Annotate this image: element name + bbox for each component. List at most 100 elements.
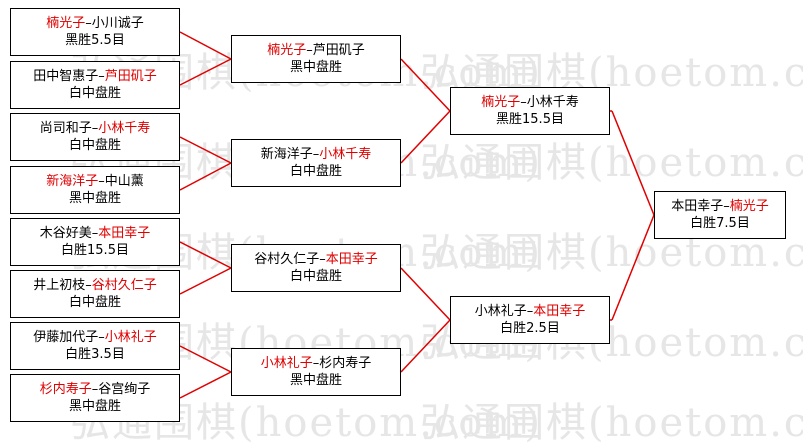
versus-dash: – [85,16,92,31]
matchup-line: 井上初枝–谷村久仁子 [33,277,157,294]
bracket-connector [179,371,232,399]
matchup-line: 楠光子–小林千寿 [481,94,579,111]
player-name: 杉内寿子 [319,356,372,371]
player-name: 楠光子 [481,95,521,110]
player-name: 楠光子 [729,199,769,214]
bracket-connector [179,162,232,191]
bracket-connector [611,110,655,216]
match-box: 新海洋子–小林千寿白中盘胜 [231,139,401,187]
matchup-line: 田中智惠子–芦田矶子 [33,68,157,85]
match-box: 谷村久仁子–本田幸子白中盘胜 [231,244,401,292]
matchup-line: 杉内寿子–谷宫绚子 [40,381,151,398]
match-box: 新海洋子–中山薰黑中盘胜 [10,166,180,214]
bracket-connector [400,58,451,112]
versus-dash: – [98,174,105,189]
matchup-line: 小林礼子–本田幸子 [475,303,586,320]
matchup-line: 小林礼子–杉内寿子 [261,355,372,372]
player-name: 伊藤加代子 [33,330,99,345]
match-box: 楠光子–小林千寿黑胜15.5目 [450,87,610,135]
player-name: 谷村久仁子 [91,278,157,293]
player-name: 本田幸子 [325,252,378,267]
match-box: 井上初枝–谷村久仁子白中盘胜 [10,270,180,318]
match-box: 小林礼子–本田幸子白胜2.5目 [450,296,610,344]
match-box: 楠光子–小川诚子黑胜5.5目 [10,8,180,56]
match-result: 黑中盘胜 [289,373,342,388]
versus-dash: – [98,69,105,84]
match-result: 白胜7.5目 [690,216,750,231]
player-name: 小林千寿 [319,147,372,162]
player-name: 楠光子 [46,16,86,31]
versus-dash: – [306,43,313,58]
match-box: 尚司和子–小林千寿白中盘胜 [10,113,180,161]
matchup-line: 新海洋子–中山薰 [46,173,144,190]
matchup-line: 本田幸子–楠光子 [671,198,769,215]
bracket-connector [179,31,232,60]
versus-dash: – [91,226,99,241]
matchup-line: 楠光子–芦田矶子 [267,42,365,59]
matchup-line: 谷村久仁子–本田幸子 [254,251,378,268]
matchup-line: 楠光子–小川诚子 [46,15,144,32]
bracket-connector [400,267,451,321]
player-name: 尚司和子 [39,121,92,136]
player-name: 小林千寿 [526,95,579,110]
matchup-line: 尚司和子–小林千寿 [40,120,151,137]
player-name: 田中智惠子 [33,69,99,84]
bracket-connector [400,110,451,164]
player-name: 谷宫绚子 [98,382,151,397]
match-result: 白中盘胜 [68,86,121,101]
match-box: 木谷好美–本田幸子白胜15.5目 [10,218,180,266]
versus-dash: – [723,199,730,214]
bracket-connector [179,345,232,373]
match-box: 小林礼子–杉内寿子黑中盘胜 [231,348,401,396]
versus-dash: – [91,382,99,397]
player-name: 谷村久仁子 [254,252,320,267]
match-result: 黑中盘胜 [68,191,121,206]
matchup-line: 木谷好美–本田幸子 [40,225,151,242]
versus-dash: – [98,330,105,345]
player-name: 木谷好美 [39,226,92,241]
player-name: 新海洋子 [260,147,313,162]
player-name: 中山薰 [104,174,144,189]
match-box: 本田幸子–楠光子白胜7.5目 [654,191,786,239]
match-result: 白中盘胜 [68,295,121,310]
player-name: 杉内寿子 [39,382,92,397]
bracket-connector [400,319,451,373]
player-name: 本田幸子 [671,199,724,214]
matchup-line: 伊藤加代子–小林礼子 [33,329,157,346]
player-name: 本田幸子 [98,226,151,241]
versus-dash: – [91,121,99,136]
match-result: 白中盘胜 [289,269,342,284]
match-box: 杉内寿子–谷宫绚子黑中盘胜 [10,374,180,422]
match-box: 伊藤加代子–小林礼子白胜3.5目 [10,322,180,370]
bracket-lines [179,31,655,399]
player-name: 小林礼子 [104,330,157,345]
player-name: 小林千寿 [98,121,151,136]
bracket-connector [611,214,655,321]
bracket-connector [179,58,232,86]
player-name: 新海洋子 [46,174,99,189]
versus-dash: – [319,252,326,267]
match-result: 黑胜15.5目 [496,112,564,127]
match-result: 白胜15.5目 [61,243,129,258]
player-name: 小林礼子 [474,304,527,319]
match-result: 黑胜5.5目 [65,33,125,48]
matchup-line: 新海洋子–小林千寿 [261,146,372,163]
versus-dash: – [85,278,92,293]
versus-dash: – [526,304,534,319]
bracket-connector [179,136,232,164]
match-result: 白中盘胜 [68,138,121,153]
match-result: 黑中盘胜 [68,399,121,414]
match-box: 田中智惠子–芦田矶子白中盘胜 [10,61,180,109]
player-name: 芦田矶子 [104,69,157,84]
bracket-connector [179,241,232,269]
match-result: 黑中盘胜 [289,60,342,75]
player-name: 本田幸子 [533,304,586,319]
versus-dash: – [312,356,320,371]
player-name: 芦田矶子 [312,43,365,58]
versus-dash: – [520,95,527,110]
match-result: 白胜2.5目 [500,321,560,336]
versus-dash: – [312,147,320,162]
player-name: 小林礼子 [260,356,313,371]
watermark-text: 弘通围棋(hoetom.com) [420,140,803,186]
player-name: 小川诚子 [91,16,144,31]
